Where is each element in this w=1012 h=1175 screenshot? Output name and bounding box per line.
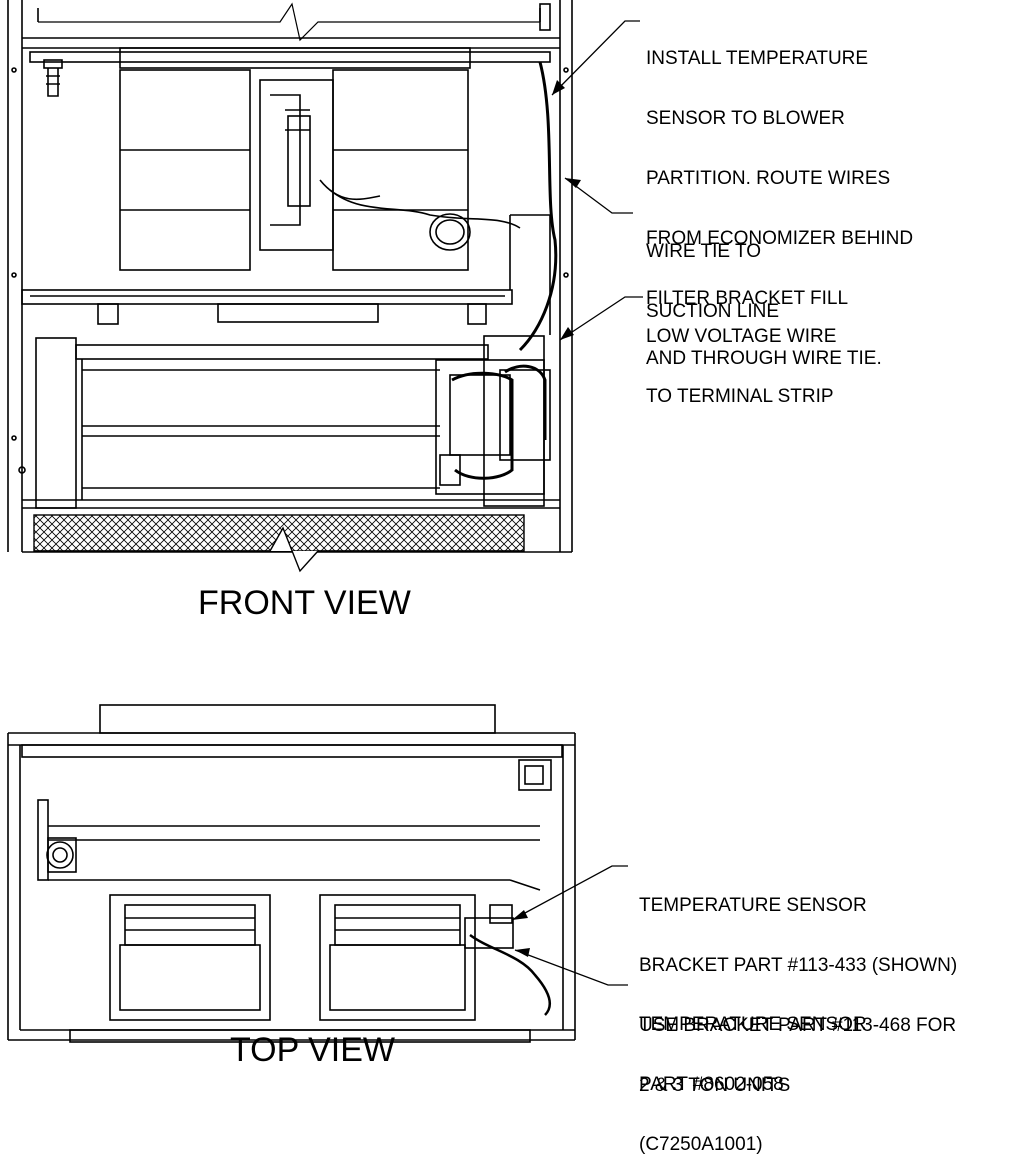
callout-low-voltage: LOW VOLTAGE WIRE TO TERMINAL STRIP bbox=[646, 326, 837, 407]
top-view-arrowheads bbox=[512, 910, 530, 957]
top-view-leaders bbox=[511, 865, 628, 986]
top-view-wiring bbox=[469, 933, 551, 1016]
front-view-drawing bbox=[7, 0, 573, 553]
technical-drawing bbox=[7, 0, 643, 1043]
front-view-arrowheads bbox=[552, 80, 581, 340]
front-view-title: FRONT VIEW bbox=[198, 584, 411, 622]
front-view-base bbox=[33, 514, 525, 573]
front-view-leaders bbox=[551, 20, 643, 341]
callout-install-sensor: INSTALL TEMPERATURE SENSOR TO BLOWER PAR… bbox=[646, 48, 914, 369]
top-view-drawing bbox=[7, 704, 576, 1043]
front-view-wiring bbox=[451, 61, 558, 480]
callout-wire-tie: WIRE TIE TO SUCTION LINE bbox=[646, 241, 780, 322]
callout-sensor-part: TEMPERATURE SENSOR PART #8602-058 (C7250… bbox=[639, 1014, 867, 1155]
top-view-title: TOP VIEW bbox=[230, 1031, 396, 1069]
